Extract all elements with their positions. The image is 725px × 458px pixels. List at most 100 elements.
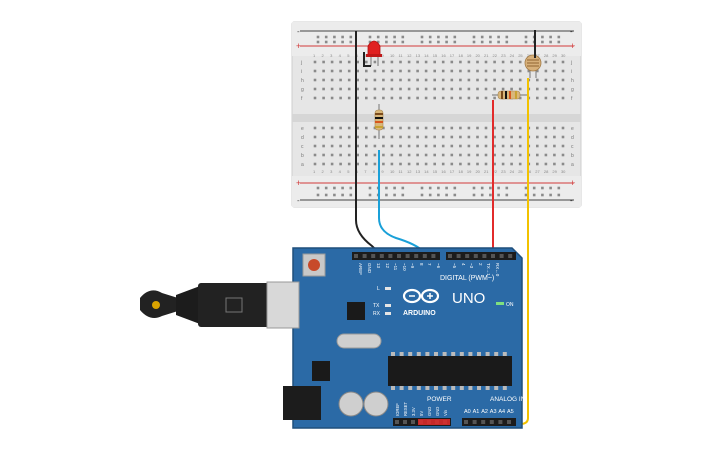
breadboard-hole[interactable] [484,60,488,64]
breadboard-hole[interactable] [510,78,513,82]
header-pin[interactable] [464,420,468,424]
breadboard-hole[interactable] [544,87,548,91]
breadboard-hole[interactable] [493,162,496,166]
breadboard-hole[interactable] [313,162,317,166]
breadboard-hole[interactable] [459,78,462,82]
breadboard-hole[interactable] [373,87,377,91]
breadboard-hole[interactable] [313,60,317,64]
breadboard-hole[interactable] [518,96,522,100]
rail-hole[interactable] [393,40,396,44]
breadboard-hole[interactable] [382,96,385,100]
breadboard-hole[interactable] [459,126,462,130]
breadboard-hole[interactable] [322,96,325,100]
breadboard-hole[interactable] [339,60,342,64]
breadboard-hole[interactable] [441,153,445,157]
header-pin[interactable] [395,420,399,424]
breadboard-hole[interactable] [561,126,565,130]
breadboard-hole[interactable] [365,69,368,73]
breadboard-hole[interactable] [484,96,488,100]
breadboard-hole[interactable] [467,96,471,100]
breadboard-hole[interactable] [561,144,565,148]
breadboard-hole[interactable] [313,135,317,139]
rail-hole[interactable] [368,186,372,190]
breadboard-hole[interactable] [467,87,471,91]
rail-hole[interactable] [489,186,492,190]
breadboard-hole[interactable] [339,78,342,82]
rail-hole[interactable] [541,35,544,39]
breadboard-hole[interactable] [390,60,394,64]
wire-black-led[interactable] [363,52,371,67]
breadboard-hole[interactable] [518,162,522,166]
rail-hole[interactable] [524,193,528,197]
header-pin[interactable] [371,254,376,258]
breadboard-hole[interactable] [484,162,488,166]
breadboard-hole[interactable] [416,162,419,166]
rail-hole[interactable] [341,193,344,197]
breadboard-hole[interactable] [561,96,565,100]
rail-hole[interactable] [480,186,484,190]
header-pin[interactable] [489,420,494,424]
header-pin-holes[interactable] [354,254,513,424]
breadboard-hole[interactable] [553,78,556,82]
breadboard-hole[interactable] [450,135,454,139]
breadboard-hole[interactable] [536,162,539,166]
breadboard-hole[interactable] [399,96,402,100]
breadboard-hole[interactable] [356,135,359,139]
breadboard-hole[interactable] [330,126,334,130]
breadboard-hole[interactable] [450,153,454,157]
rail-hole[interactable] [541,193,544,197]
header-pin[interactable] [422,254,427,258]
breadboard-hole[interactable] [467,135,471,139]
breadboard-hole[interactable] [536,144,539,148]
breadboard-hole[interactable] [501,135,505,139]
rail-hole[interactable] [368,40,372,44]
breadboard-hole[interactable] [407,153,411,157]
breadboard-hole[interactable] [373,69,377,73]
breadboard-hole[interactable] [467,69,471,73]
breadboard-hole[interactable] [356,60,359,64]
rail-hole[interactable] [505,193,509,197]
breadboard-hole[interactable] [536,96,539,100]
breadboard-hole[interactable] [510,135,513,139]
resistor-horizontal[interactable] [492,90,527,100]
breadboard-hole[interactable] [433,162,436,166]
breadboard-hole[interactable] [339,126,342,130]
breadboard-hole[interactable] [347,162,351,166]
rail-hole[interactable] [324,186,328,190]
breadboard-hole[interactable] [493,135,496,139]
breadboard-hole[interactable] [493,60,496,64]
rail-hole[interactable] [445,193,448,197]
rail-hole[interactable] [316,193,320,197]
breadboard-hole[interactable] [407,87,411,91]
rail-hole[interactable] [385,40,388,44]
breadboard-hole[interactable] [433,60,436,64]
breadboard-hole[interactable] [553,69,556,73]
breadboard-hole[interactable] [459,69,462,73]
header-pin[interactable] [481,420,486,424]
breadboard-hole[interactable] [433,144,436,148]
breadboard-hole[interactable] [339,87,342,91]
rail-hole[interactable] [349,35,353,39]
breadboard-hole[interactable] [433,87,436,91]
breadboard-hole[interactable] [476,60,479,64]
breadboard-hole[interactable] [322,144,325,148]
breadboard-hole[interactable] [399,144,402,148]
breadboard-hole[interactable] [561,60,565,64]
header-pin[interactable] [397,254,401,258]
breadboard-hole[interactable] [347,126,351,130]
rail-hole[interactable] [393,186,396,190]
breadboard-hole[interactable] [339,69,342,73]
breadboard-hole[interactable] [501,153,505,157]
breadboard-hole[interactable] [365,135,368,139]
breadboard-hole[interactable] [416,69,419,73]
breadboard-hole[interactable] [356,126,359,130]
breadboard-hole[interactable] [390,96,394,100]
breadboard-hole[interactable] [399,87,402,91]
breadboard-hole[interactable] [347,87,351,91]
breadboard-hole[interactable] [330,69,334,73]
rail-hole[interactable] [333,193,336,197]
header-pin[interactable] [388,254,393,258]
breadboard-hole[interactable] [365,162,368,166]
rail-hole[interactable] [376,40,380,44]
header-pin[interactable] [411,420,415,424]
